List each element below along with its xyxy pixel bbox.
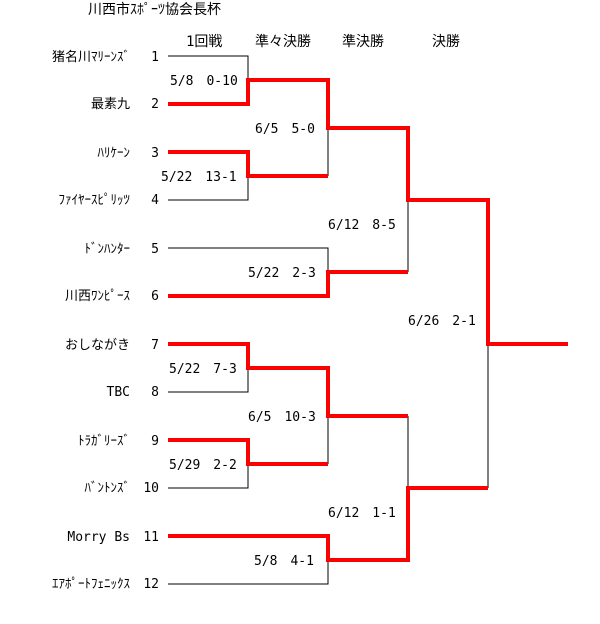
seed-12: 12 — [143, 577, 159, 592]
seed-4: 4 — [151, 193, 159, 208]
team-name-11: Morry Bs — [67, 530, 130, 545]
team-name-5: ﾄﾞﾝﾊﾝﾀｰ — [85, 242, 131, 257]
result-sf-2: 6/12 1-1 — [328, 506, 396, 521]
result-r1-match-c: 5/22 7-3 — [169, 362, 237, 377]
round-header-1: 1回戦 — [186, 34, 222, 50]
round-header-semifinal: 準決勝 — [342, 34, 384, 50]
round-header-quarterfinal: 準々決勝 — [255, 34, 311, 50]
seed-6: 6 — [151, 289, 159, 304]
bracket-title: 川西市ｽﾎﾟｰﾂ協会長杯 — [88, 1, 221, 18]
bracket-lines-plain — [168, 55, 489, 585]
team-name-12: ｴｱﾎﾟｰﾄﾌｪﾆｯｸｽ — [52, 577, 131, 592]
team-name-4: ﾌｧｲﾔｰｽﾋﾟﾘｯﾂ — [59, 193, 131, 208]
result-r1-match-b: 5/22 13-1 — [161, 170, 237, 185]
winner-path-team-7 — [168, 342, 408, 418]
team-name-9: ﾄﾗｶﾞﾘｰｽﾞ — [78, 434, 130, 449]
seed-7: 7 — [151, 338, 159, 353]
seed-10: 10 — [143, 481, 159, 496]
team-name-2: 最素九 — [91, 97, 130, 112]
team-name-1: 猪名川ﾏﾘｰﾝｽﾞ — [52, 49, 130, 65]
result-final: 6/26 2-1 — [408, 314, 476, 329]
result-r1-match-a: 5/8 0-10 — [170, 74, 238, 89]
winner-path-team-3 — [168, 150, 328, 178]
bracket-line-team-5 — [168, 247, 329, 272]
bracket-line-team-1 — [168, 55, 249, 80]
seed-3: 3 — [151, 146, 159, 161]
seed-11: 11 — [143, 530, 159, 545]
bracket-line-team-12 — [168, 560, 329, 585]
result-qf-4: 5/8 4-1 — [254, 554, 314, 569]
bracket-line-team-10 — [168, 464, 249, 489]
bracket-line-team-4 — [168, 176, 249, 201]
result-r1-match-d: 5/29 2-2 — [169, 458, 237, 473]
seed-8: 8 — [151, 385, 159, 400]
team-name-3: ﾊﾘｹｰﾝ — [98, 146, 131, 161]
team-name-10: ﾊﾞﾝﾄﾝｽﾞ — [85, 481, 131, 496]
bracket-line-team-8 — [168, 368, 249, 393]
result-qf-3: 6/5 10-3 — [248, 410, 316, 425]
result-qf-2: 5/22 2-3 — [248, 266, 316, 281]
team-name-7: おしながき — [65, 338, 130, 353]
bracket-lines-winner — [168, 78, 568, 562]
winner-path-team-2 — [168, 78, 568, 346]
seed-5: 5 — [151, 242, 159, 257]
winner-path-team-6 — [168, 270, 408, 298]
team-name-8: TBC — [107, 385, 130, 400]
seed-2: 2 — [151, 97, 159, 112]
winner-path-team-11 — [168, 486, 488, 562]
round-header-final: 決勝 — [432, 34, 460, 50]
seed-9: 9 — [151, 434, 159, 449]
result-sf-1: 6/12 8-5 — [328, 218, 396, 233]
team-name-6: 川西ﾜﾝﾋﾟｰｽ — [65, 289, 131, 304]
seed-1: 1 — [151, 50, 159, 65]
winner-path-team-9 — [168, 438, 328, 466]
result-qf-1: 6/5 5-0 — [255, 122, 315, 137]
